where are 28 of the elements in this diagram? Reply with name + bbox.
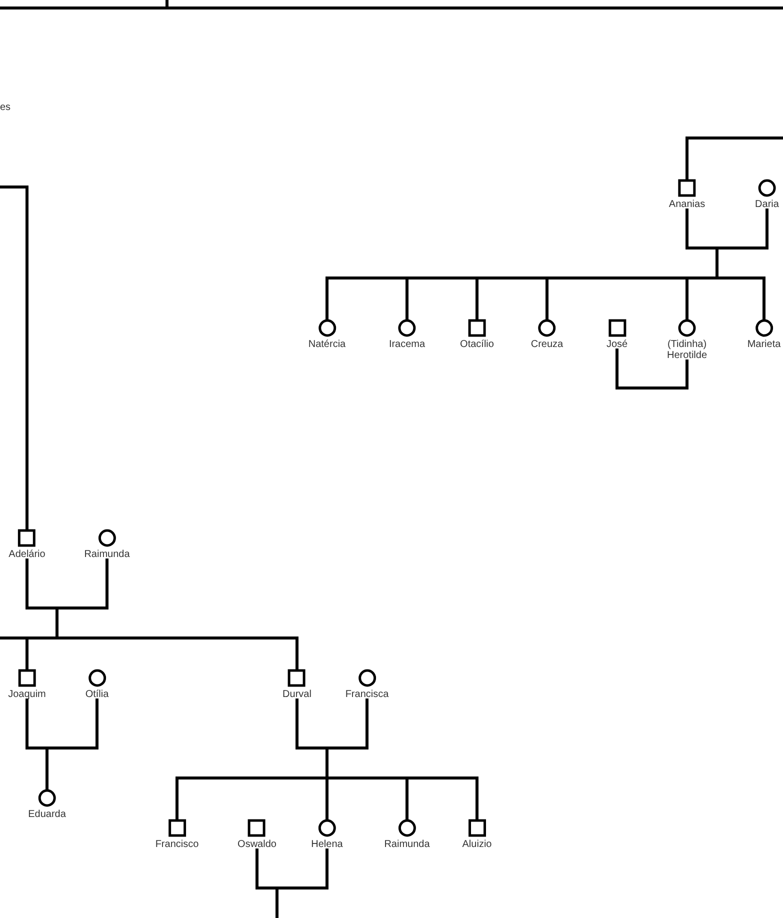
person-name: Natércia xyxy=(308,339,346,350)
person-name: Raimunda xyxy=(84,549,130,560)
person-name: Daria xyxy=(755,199,779,210)
connector-line xyxy=(686,136,783,180)
person-name: Eduarda xyxy=(28,809,66,820)
person-name: Creuza xyxy=(530,339,564,350)
person-name: Adelário xyxy=(8,549,46,560)
connector-line xyxy=(26,558,108,610)
person-name: Otacílio xyxy=(460,339,494,350)
person-name: (Tidinha) Herotilde xyxy=(666,339,708,361)
connector-line xyxy=(256,848,328,890)
person-name: Iracema xyxy=(388,339,426,350)
connector-line xyxy=(616,348,688,390)
person-name: José xyxy=(606,339,628,350)
connector-line xyxy=(0,186,28,530)
person-name: Marieta xyxy=(747,339,781,350)
person-name: Raimunda xyxy=(384,839,430,850)
person-name: Francisco xyxy=(155,839,199,850)
person-name: Francisca xyxy=(345,689,389,700)
person-name: Durval xyxy=(282,689,312,700)
person-name: Aluizio xyxy=(462,839,492,850)
person-name: Joaquim xyxy=(8,689,46,700)
person-name: Otília xyxy=(85,689,109,700)
cut-off-text: es xyxy=(0,102,11,113)
connector-line xyxy=(26,698,98,750)
person-name: Ananias xyxy=(668,199,706,210)
person-name: Helena xyxy=(311,839,343,850)
person-name: Oswaldo xyxy=(238,839,276,850)
